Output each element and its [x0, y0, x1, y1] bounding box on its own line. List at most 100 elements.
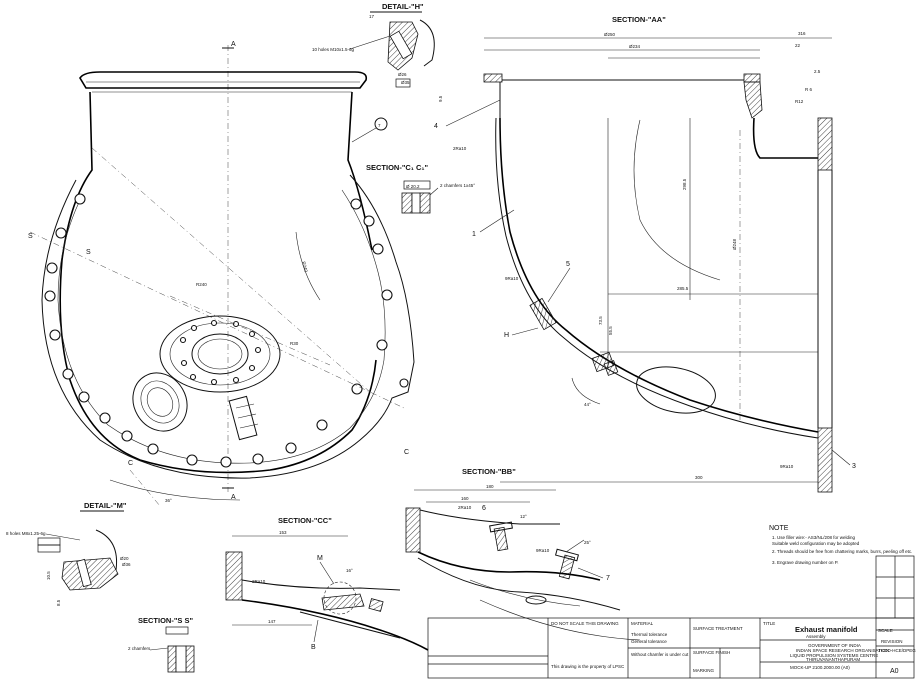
tb-place: THIRUVANANTHAPURAM [806, 657, 860, 662]
flange-bolt-holes [44, 193, 409, 468]
main-front-view: A A [28, 41, 415, 507]
svg-text:Ø20: Ø20 [120, 556, 129, 561]
balloon-7 [374, 117, 388, 131]
aa-dim-r6: R 6 [805, 87, 813, 92]
cc-balloon-b: B [311, 644, 316, 651]
tb-material-label: MATERIAL [631, 621, 654, 626]
title-block: DO NOT SCALE THIS DRAWING This drawing i… [427, 555, 916, 679]
section-cc-title: SECTION-"CC" [278, 516, 332, 525]
aa-part-1: 1 [472, 231, 476, 238]
svg-text:2Ra10: 2Ra10 [458, 505, 472, 510]
aa-dim-2-5: 2.5 [814, 69, 821, 74]
tb-marking-label: MARKING [693, 668, 715, 673]
note-1b: Suitable weld configuration may be adopt… [772, 541, 860, 546]
notes-block: NOTE 1. Use filler wire:- AS3/NL/208 for… [769, 525, 912, 565]
svg-text:8.5: 8.5 [56, 599, 61, 606]
note-3: 3. Engrave drawing number on P. [772, 560, 838, 565]
svg-text:Ø248: Ø248 [732, 238, 737, 250]
svg-text:2Ra10: 2Ra10 [453, 146, 467, 151]
cc-boss-m [321, 593, 384, 612]
section-c1-dim: Ø 20.2 [406, 184, 420, 189]
section-c1: SECTION-"C₁ C₁" Ø 20.2 2 chamfers 1x45° [366, 163, 475, 214]
section-bb-title: SECTION-"BB" [462, 467, 516, 476]
bb-angle-25: 25° [584, 540, 591, 545]
tb-sheet-size: A0 [890, 668, 899, 675]
tb-revision: REVISION [881, 639, 903, 644]
section-ss: SECTION-"S S" 2 chamfers [128, 616, 195, 673]
detail-h: DETAIL-"H" 10 holes M10x1.5-6g 17 Ø35 Ø2… [312, 2, 435, 88]
tb-scale-label: SCALE [878, 628, 893, 633]
svg-text:17: 17 [369, 14, 375, 19]
section-aa-title: SECTION-"AA" [612, 15, 666, 24]
tb-centre: LIQUID PROPULSION SYSTEMS CENTRE [790, 653, 878, 658]
tb-org2: INDIAN SPACE RESEARCH ORGANISATION [796, 648, 889, 653]
tb-rev-code: TCCO-HCE/DPEG [878, 648, 916, 653]
section-c1-chamfers: 2 chamfers 1x45° [440, 183, 475, 188]
balloon-7-label: 7 [378, 123, 381, 128]
svg-text:R30: R30 [290, 341, 299, 346]
aa-part-3: 3 [852, 463, 856, 470]
tb-subtitle: Assembly [806, 634, 826, 639]
aa-angle-44: 44° [584, 402, 591, 407]
aa-dim-285-5: 285.5 [677, 286, 689, 291]
pipe-fitting [228, 395, 259, 441]
aa-part-5: 5 [566, 261, 570, 268]
notes-heading: NOTE [769, 525, 789, 532]
bb-part-6: 6 [482, 505, 486, 512]
tb-rule-note: DO NOT SCALE THIS DRAWING [551, 621, 619, 626]
section-ss-title: SECTION-"S S" [138, 616, 193, 625]
boss-h [529, 297, 619, 376]
side-port [132, 372, 188, 432]
aa-dim-22: 22 [795, 43, 801, 48]
note-2: 2. Threads should be free from chatterin… [772, 549, 912, 554]
bb-nozzle-6 [489, 521, 513, 552]
svg-text:Ø36: Ø36 [122, 562, 131, 567]
tb-proprietary: This drawing is the property of LPSC [551, 664, 625, 669]
detail-m-holes-label: 8 holes M8x1.25-6g [6, 531, 46, 536]
aa-dim-300: 300 [695, 475, 703, 480]
aa-dim-234: Ø234 [629, 44, 641, 49]
section-c1-title: SECTION-"C₁ C₁" [366, 163, 429, 172]
aa-balloon-h: H [504, 332, 509, 339]
tb-drawing-number: MOCK-UP 2100.2000.00 (A0) [790, 665, 850, 670]
bb-dim-160: 160 [461, 496, 469, 501]
aa-dim-298-5: 298.5 [682, 178, 687, 190]
svg-text:2Ra10: 2Ra10 [252, 579, 266, 584]
section-ss-chamfers: 2 chamfers [128, 646, 151, 651]
svg-text:Ø35: Ø35 [401, 80, 410, 85]
detail-m-title: DETAIL-"M" [84, 501, 127, 510]
tb-title-label: TITLE [763, 621, 775, 626]
section-aa: SECTION-"AA" 316 Ø250 Ø234 22 2.5 R 6 29… [434, 15, 856, 493]
tb-org: GOVERNMENT OF INDIA [808, 643, 861, 648]
svg-text:R12: R12 [795, 99, 804, 104]
central-port [159, 315, 281, 393]
cc-dim-153: 153 [279, 530, 287, 535]
bb-angle-12: 12° [520, 514, 527, 519]
bb-nozzle-7 [554, 548, 580, 580]
section-cc: SECTION-"CC" 153 M B 16° 147 2Ra10 [225, 516, 429, 651]
cc-dim-147: 147 [268, 619, 276, 624]
bb-dim-180: 180 [486, 484, 494, 489]
detail-m: DETAIL-"M" 8 holes M8x1.25-6g 10.5 8.5 Ø… [6, 501, 131, 606]
aa-dim-55-5: 55.5 [608, 326, 613, 335]
svg-text:9Ra10: 9Ra10 [780, 464, 794, 469]
tb-finish-label: SURFACE FINISH [693, 650, 730, 655]
svg-text:9Ra10: 9Ra10 [505, 276, 519, 281]
section-bb: SECTION-"BB" 180 160 6 7 12° 25° 2Ra10 9… [405, 467, 641, 641]
tb-chamfer-note: Without chamfer is under cut [631, 652, 689, 657]
aa-dim-250: Ø250 [604, 32, 616, 37]
tb-general-tol: General tolerance [631, 639, 667, 644]
svg-text:9Ra10: 9Ra10 [536, 548, 550, 553]
cc-balloon-m: M [317, 555, 323, 562]
aa-dim-73-5: 73.5 [598, 316, 603, 325]
section-marker-a-bottom: A [231, 494, 236, 501]
note-1: 1. Use filler wire:- AS3/NL/208 for weld… [772, 535, 856, 540]
detail-h-holes-label: 10 holes M10x1.5-6g [312, 47, 355, 52]
cc-angle-16: 16° [346, 568, 353, 573]
section-marker-c-left: C [128, 460, 133, 467]
svg-text:R240: R240 [196, 282, 207, 287]
svg-text:10.5: 10.5 [46, 571, 51, 580]
tb-title: Exhaust manifold [795, 625, 858, 634]
tb-surface-label: SURFACE TREATMENT [693, 626, 743, 631]
